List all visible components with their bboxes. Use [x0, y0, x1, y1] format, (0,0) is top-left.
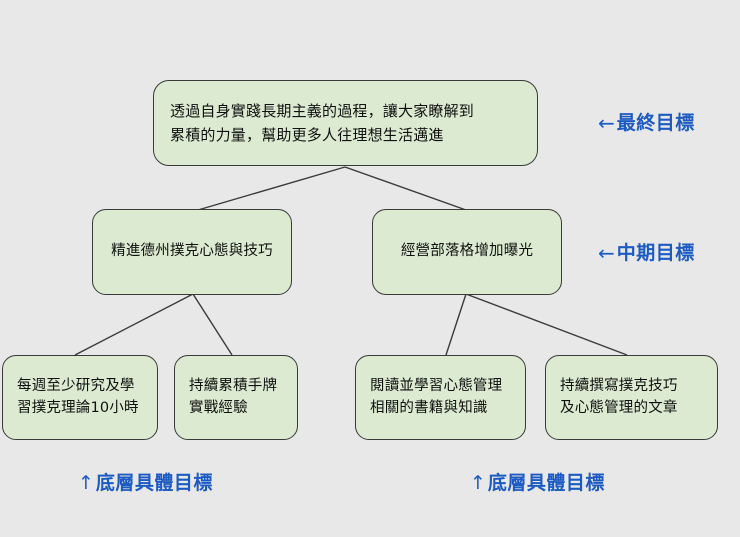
connector-mid-2-to-leaf-3	[445, 293, 467, 356]
goal-node-mid-2: 經營部落格增加曝光	[372, 209, 562, 295]
annotation-mid-goal: ← 中期目標	[598, 243, 695, 263]
annotation-mid-goal-label: 中期目標	[616, 241, 695, 264]
goal-node-mid-1-label: 精進德州撲克心態與技巧	[111, 243, 273, 260]
goal-node-leaf-2: 持續累積手牌 實戰經驗	[174, 355, 298, 440]
goal-node-leaf-3-label: 閱讀並學習心態管理 相關的書籍與知識	[370, 377, 503, 416]
annotation-final-goal: ← 最終目標	[598, 113, 695, 133]
annotation-leaf-goal-right-label: 底層具體目標	[487, 472, 605, 494]
goal-node-leaf-1-label: 每週至少研究及學 習撲克理論10小時	[17, 377, 139, 416]
goal-node-leaf-3: 閱讀並學習心態管理 相關的書籍與知識	[355, 355, 526, 440]
connector-goal-to-mid-2	[344, 166, 467, 211]
annotation-leaf-goal-left: ↑ 底層具體目標	[78, 474, 213, 493]
goal-node-leaf-4-label: 持續撰寫撲克技巧 及心態管理的文章	[560, 377, 678, 416]
arrow-up-icon: ↑	[78, 472, 94, 494]
connector-goal-to-mid-1	[197, 166, 346, 211]
arrow-left-icon: ←	[598, 111, 615, 135]
goal-node-mid-2-label: 經營部落格增加曝光	[400, 243, 534, 260]
arrow-left-icon: ←	[598, 241, 615, 265]
goal-node-leaf-1: 每週至少研究及學 習撲克理論10小時	[2, 355, 158, 440]
annotation-final-goal-label: 最終目標	[616, 111, 695, 134]
goal-node-leaf-4: 持續撰寫撲克技巧 及心態管理的文章	[545, 355, 718, 440]
annotation-leaf-goal-right: ↑ 底層具體目標	[470, 474, 605, 493]
goal-node-final-label: 透過自身實踐長期主義的過程，讓大家瞭解到 累積的力量，幫助更多人往理想生活邁進	[170, 101, 475, 144]
goal-node-leaf-2-label: 持續累積手牌 實戰經驗	[189, 377, 278, 416]
connector-mid-2-to-leaf-4	[465, 293, 628, 356]
goal-node-mid-1: 精進德州撲克心態與技巧	[92, 209, 292, 295]
arrow-up-icon: ↑	[470, 472, 486, 494]
goal-node-final: 透過自身實踐長期主義的過程，讓大家瞭解到 累積的力量，幫助更多人往理想生活邁進	[153, 80, 538, 166]
connector-mid-1-to-leaf-1	[74, 293, 194, 356]
connector-mid-1-to-leaf-2	[192, 293, 233, 356]
annotation-leaf-goal-left-label: 底層具體目標	[95, 472, 213, 494]
